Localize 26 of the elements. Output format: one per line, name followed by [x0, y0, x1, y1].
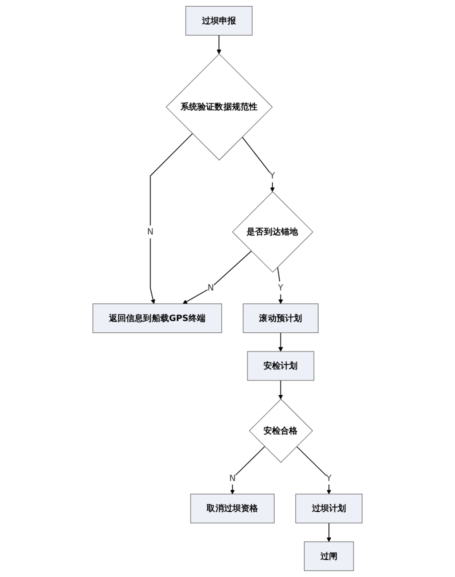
node-box: 过坝申报	[185, 6, 252, 36]
node-box: 安检计划	[247, 351, 314, 381]
edge-label: N	[207, 282, 214, 293]
node-diamond: 是否到达锚地	[232, 191, 314, 273]
edge-label: N	[229, 472, 236, 484]
arrow	[326, 522, 332, 542]
arrow	[216, 34, 222, 54]
edge-label: Y	[326, 472, 332, 484]
node-box: 返回信息到船载GPS终端	[92, 304, 222, 333]
arrow	[278, 380, 284, 400]
arrow	[278, 332, 284, 352]
arrow	[182, 250, 252, 304]
arrow	[150, 133, 193, 304]
arrow	[296, 446, 332, 494]
node-box: 过闸	[304, 542, 354, 571]
edge-label: N	[147, 226, 154, 237]
edge-label: Y	[278, 282, 284, 293]
arrow	[230, 446, 266, 494]
node-box: 滚动预计划	[242, 304, 318, 333]
edge-label: Y	[270, 170, 276, 181]
node-box: 取消过坝资格	[190, 494, 274, 524]
node-diamond: 安检合格	[248, 398, 313, 463]
arrow	[277, 266, 284, 304]
node-diamond: 系统验证数据规范性	[166, 54, 273, 160]
node-box: 过坝计划	[295, 494, 362, 524]
arrow	[242, 136, 275, 192]
